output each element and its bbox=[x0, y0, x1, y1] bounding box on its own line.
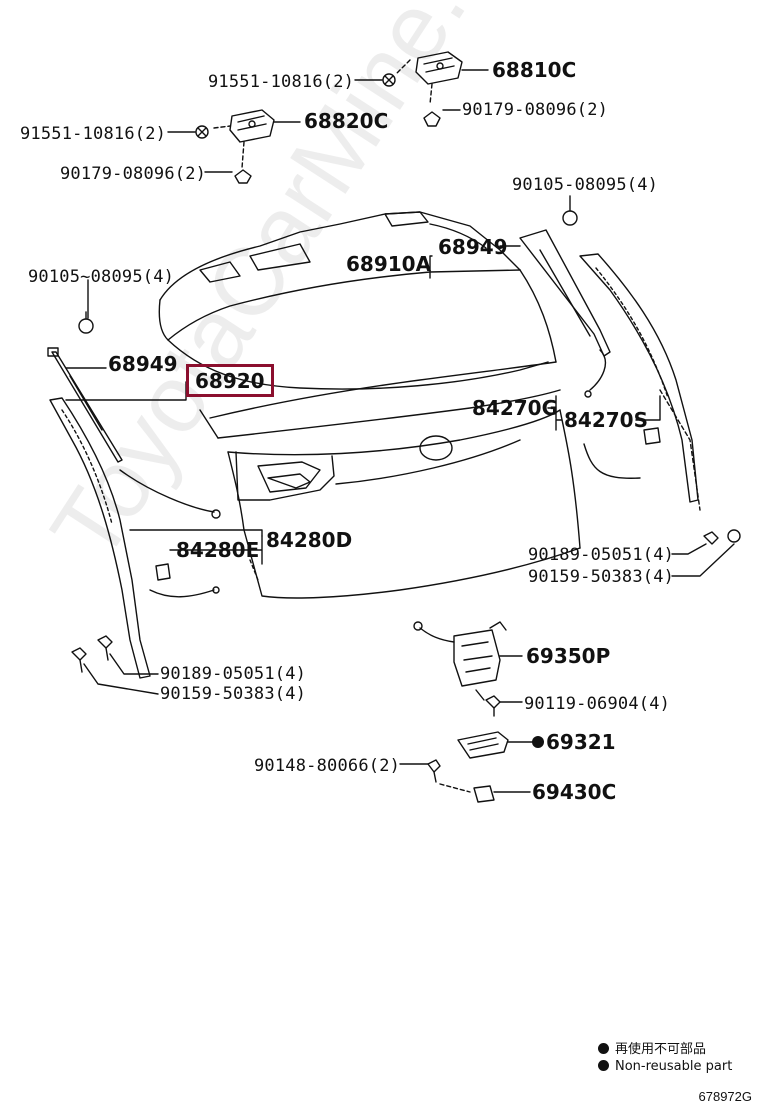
strut-68949-right bbox=[519, 229, 611, 398]
label-84270s[interactable]: 84270S bbox=[564, 408, 648, 432]
screws-left bbox=[71, 635, 159, 695]
screws-right bbox=[671, 529, 741, 577]
label-90105-right[interactable]: 90105-08095(4) bbox=[512, 175, 659, 195]
legend-jp-text: 再使用不可部品 bbox=[615, 1042, 707, 1057]
weatherstrip-right bbox=[579, 253, 701, 511]
back-door-panel bbox=[158, 211, 581, 599]
label-68910a[interactable]: 68910A bbox=[346, 252, 432, 276]
label-90148[interactable]: 90148-80066(2) bbox=[254, 756, 401, 776]
lock-69350p bbox=[413, 621, 507, 701]
screw-90119 bbox=[485, 695, 501, 717]
diagram-reference-code: 678972G bbox=[698, 1089, 753, 1104]
non-reusable-dot-69321 bbox=[532, 736, 544, 748]
label-91551-a[interactable]: 91551-10816(2) bbox=[208, 72, 355, 92]
label-68820c[interactable]: 68820C bbox=[304, 109, 389, 133]
bolt-90105-left bbox=[78, 311, 94, 334]
label-84270g[interactable]: 84270G bbox=[472, 396, 558, 420]
hinge-68810c-illustration bbox=[395, 51, 463, 105]
label-90119[interactable]: 90119-06904(4) bbox=[524, 694, 671, 714]
label-90159-left[interactable]: 90159-50383(4) bbox=[160, 684, 307, 704]
screw-90148 bbox=[427, 759, 441, 783]
label-69350p[interactable]: 69350P bbox=[526, 644, 611, 668]
legend-japanese: 再使用不可部品 bbox=[598, 1038, 706, 1057]
label-68920-highlighted[interactable]: 68920 bbox=[186, 364, 274, 397]
bolt-90105-right bbox=[562, 195, 578, 226]
non-reusable-dot-icon bbox=[598, 1043, 609, 1054]
label-68949-left[interactable]: 68949 bbox=[108, 352, 178, 376]
label-90179-b[interactable]: 90179-08096(2) bbox=[60, 164, 207, 184]
bumper-84280e bbox=[155, 563, 171, 581]
striker-69430c bbox=[473, 785, 495, 803]
label-68810c[interactable]: 68810C bbox=[492, 58, 577, 82]
strut-68949-left bbox=[47, 347, 123, 463]
label-90189-right[interactable]: 90189-05051(4) bbox=[528, 545, 675, 565]
label-68949-right[interactable]: 68949 bbox=[438, 235, 508, 259]
bumper-84270s bbox=[643, 427, 661, 445]
bolt-91551-b bbox=[195, 125, 209, 139]
label-90189-left[interactable]: 90189-05051(4) bbox=[160, 664, 307, 684]
label-69321[interactable]: 69321 bbox=[546, 730, 616, 754]
label-84280d[interactable]: 84280D bbox=[266, 528, 353, 552]
bolt-90179-b bbox=[234, 169, 252, 184]
legend-english: Non-reusable part bbox=[598, 1059, 732, 1074]
label-69430c[interactable]: 69430C bbox=[532, 780, 617, 804]
legend-en-text: Non-reusable part bbox=[615, 1059, 733, 1074]
label-84280e[interactable]: 84280E bbox=[176, 538, 260, 562]
bolt-90179-a bbox=[423, 111, 441, 127]
label-90105-left[interactable]: 90105~08095(4) bbox=[28, 267, 175, 287]
weatherstrip-left bbox=[49, 397, 221, 679]
non-reusable-dot-icon bbox=[598, 1060, 609, 1071]
label-90179-a[interactable]: 90179-08096(2) bbox=[462, 100, 609, 120]
bolt-91551-a bbox=[382, 73, 396, 87]
label-91551-b[interactable]: 91551-10816(2) bbox=[20, 124, 167, 144]
label-90159-right[interactable]: 90159-50383(4) bbox=[528, 567, 675, 587]
hinge-68820c-illustration bbox=[213, 109, 275, 169]
switch-69321 bbox=[457, 731, 509, 759]
